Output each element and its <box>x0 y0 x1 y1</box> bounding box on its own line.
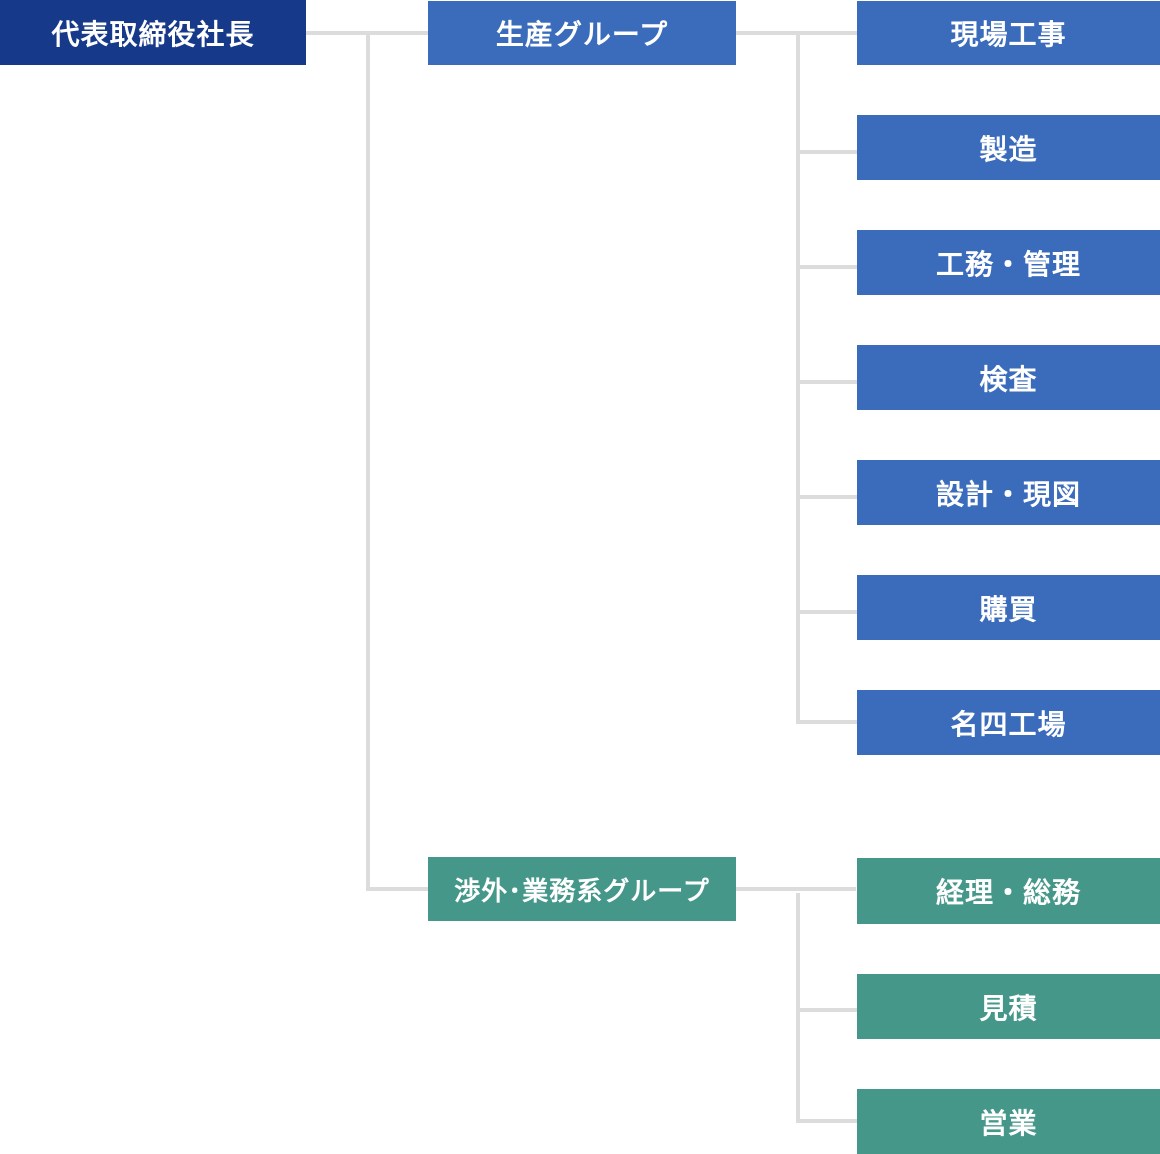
connector-branch-dept <box>796 1119 858 1123</box>
dept-label: 検査 <box>979 362 1038 396</box>
dept-box: 製造 <box>857 115 1160 180</box>
dept-label: 名四工場 <box>950 707 1067 741</box>
dept-label: 現場工事 <box>950 18 1067 51</box>
dept-box: 設計・現図 <box>857 460 1160 525</box>
group-label: 生産グループ <box>495 18 669 51</box>
connector-branch-dept <box>796 265 858 269</box>
dept-box: 購買 <box>857 575 1160 640</box>
connector-production-to-branch <box>736 31 798 35</box>
connector-trunk-to-business <box>366 887 428 891</box>
dept-label: 購買 <box>979 592 1038 626</box>
dept-label: 見積 <box>979 991 1038 1025</box>
dept-label: 設計・現図 <box>935 477 1081 511</box>
connector-business-to-branch <box>736 887 856 891</box>
group-label: 渉外･業務系グループ <box>454 876 710 907</box>
group-business-box: 渉外･業務系グループ <box>428 857 736 921</box>
connector-branch-dept <box>796 610 858 614</box>
connector-branch-dept <box>796 1008 858 1012</box>
root-box: 代表取締役社長 <box>0 0 306 65</box>
dept-label: 経理・総務 <box>935 876 1081 909</box>
connector-branch-dept <box>796 495 858 499</box>
dept-box: 検査 <box>857 345 1160 410</box>
dept-label: 営業 <box>979 1106 1038 1140</box>
dept-label: 工務・管理 <box>935 247 1081 281</box>
connector-branch-dept <box>796 150 858 154</box>
connector-trunk-to-production <box>366 31 428 35</box>
group-production-box: 生産グループ <box>428 1 736 65</box>
dept-box: 工務・管理 <box>857 230 1160 295</box>
connector-production-branch <box>796 31 800 723</box>
connector-branch-dept <box>796 31 858 35</box>
dept-box: 名四工場 <box>857 690 1160 755</box>
dept-box: 見積 <box>857 974 1160 1039</box>
dept-label: 製造 <box>979 132 1038 166</box>
dept-box: 現場工事 <box>857 1 1160 65</box>
connector-branch-dept <box>796 380 858 384</box>
dept-box: 経理・総務 <box>857 858 1160 924</box>
dept-box: 営業 <box>857 1089 1160 1154</box>
root-label: 代表取締役社長 <box>51 17 255 51</box>
connector-root-to-trunk <box>306 31 368 35</box>
connector-main-trunk <box>366 31 370 891</box>
connector-branch-dept <box>796 720 858 724</box>
